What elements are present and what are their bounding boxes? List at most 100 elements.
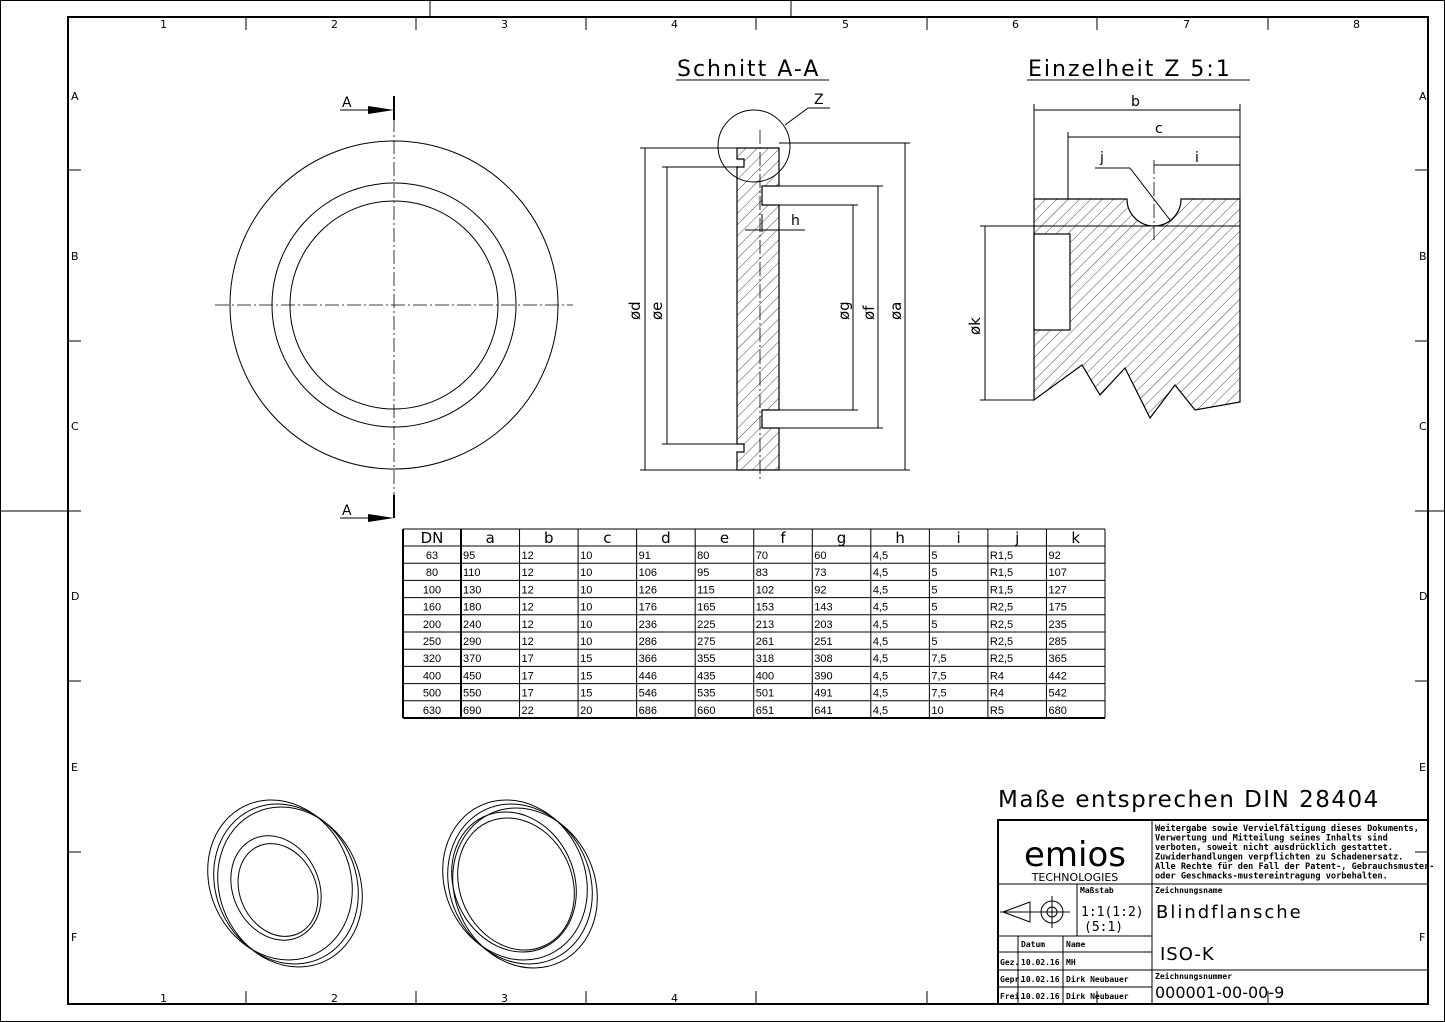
row-label-right: F <box>1419 931 1425 944</box>
title-block: emios TECHNOLOGIES Weitergabe sowie Verv… <box>997 819 1434 1005</box>
table-cell: 15 <box>580 653 592 665</box>
table-cell: 106 <box>639 567 657 579</box>
table-header-e: e <box>720 529 729 547</box>
scale-value: 1:1(1:2) <box>1081 905 1144 920</box>
signoff-date: 10.02.16 <box>1021 992 1060 1001</box>
table-cell: 91 <box>639 550 651 562</box>
column-label-bottom: 1 <box>160 992 167 1005</box>
table-header-b: b <box>544 529 554 547</box>
signoff-date: 10.02.16 <box>1021 975 1060 984</box>
copyright-line: Alle Rechte für den Fall der Patent-, Ge… <box>1155 862 1434 872</box>
column-label: 1 <box>160 18 167 31</box>
copyright-line: Verwertung und Mitteilung seines Inhalts… <box>1155 833 1388 844</box>
table-cell: 7,5 <box>931 688 946 700</box>
section-marker-top: A <box>342 95 352 111</box>
table-cell: 225 <box>697 619 715 631</box>
signoff-role: Gez. <box>1000 958 1019 967</box>
table-cell: 7,5 <box>931 670 946 682</box>
logo-technologies: TECHNOLOGIES <box>1031 871 1119 884</box>
column-label: 7 <box>1183 18 1190 31</box>
table-cell: R5 <box>990 705 1004 717</box>
row-label-right: E <box>1419 761 1426 774</box>
table-cell: 501 <box>756 688 774 700</box>
table-cell: 4,5 <box>873 688 888 700</box>
scale-value-detail: (5:1) <box>1084 920 1123 935</box>
table-cell: 286 <box>639 636 657 648</box>
table-row-dn: 80 <box>426 567 438 579</box>
table-cell: 240 <box>463 619 481 631</box>
table-header-DN: DN <box>421 529 444 547</box>
table-cell: 10 <box>931 705 943 717</box>
table-cell: R2,5 <box>990 653 1013 665</box>
table-cell: R4 <box>990 688 1004 700</box>
table-cell: 180 <box>463 602 481 614</box>
table-row-dn: 400 <box>423 670 441 682</box>
table-header-g: g <box>837 529 847 547</box>
table-cell: 491 <box>814 688 832 700</box>
isometric-view-back <box>442 799 598 969</box>
table-cell: 203 <box>814 619 832 631</box>
column-label: 6 <box>1012 18 1019 31</box>
table-row-dn: 250 <box>423 636 441 648</box>
table-cell: 370 <box>463 653 481 665</box>
table-cell: 308 <box>814 653 832 665</box>
column-label: 3 <box>501 18 508 31</box>
row-label: A <box>71 90 79 103</box>
table-cell: 318 <box>756 653 774 665</box>
dim-d: ød <box>626 301 644 320</box>
table-header-c: c <box>603 529 611 547</box>
table-cell: 290 <box>463 636 481 648</box>
table-cell: 641 <box>814 705 832 717</box>
table-cell: 127 <box>1048 584 1066 596</box>
table-header-i: i <box>957 529 961 547</box>
dim-f: øf <box>860 305 878 320</box>
drawing-name: Blindflansche <box>1156 902 1303 923</box>
row-label: C <box>71 420 79 433</box>
column-label: 8 <box>1353 18 1360 31</box>
table-cell: 235 <box>1048 619 1066 631</box>
section-marker-bottom: A <box>342 503 352 519</box>
table-cell: 535 <box>697 688 715 700</box>
table-cell: R2,5 <box>990 602 1013 614</box>
table-cell: 5 <box>931 550 937 562</box>
copyright-line: Weitergabe sowie Vervielfältigung dieses… <box>1155 823 1419 834</box>
table-cell: 5 <box>931 619 937 631</box>
column-label-bottom: 4 <box>671 992 678 1005</box>
table-cell: 5 <box>931 602 937 614</box>
table-cell: 4,5 <box>873 636 888 648</box>
table-cell: 251 <box>814 636 832 648</box>
table-header-f: f <box>780 529 786 547</box>
signoff-name: Dirk Neubauer <box>1066 974 1129 984</box>
table-cell: R1,5 <box>990 584 1013 596</box>
section-title: Schnitt A-A <box>677 57 820 82</box>
table-cell: R1,5 <box>990 567 1013 579</box>
scale-label: Maßstab <box>1080 886 1114 895</box>
table-cell: 15 <box>580 670 592 682</box>
table-cell: 17 <box>522 688 534 700</box>
section-view: Schnitt A-A Z ød øe øg øf øa h <box>626 57 910 480</box>
standard-note: Maße entsprechen DIN 28404 <box>998 787 1380 813</box>
table-cell: 10 <box>580 602 592 614</box>
table-cell: 4,5 <box>873 670 888 682</box>
table-cell: 10 <box>580 636 592 648</box>
table-cell: 285 <box>1048 636 1066 648</box>
table-cell: 12 <box>522 567 534 579</box>
table-row-dn: 630 <box>423 705 441 717</box>
name-column-label: Name <box>1066 940 1085 949</box>
table-cell: 4,5 <box>873 584 888 596</box>
table-cell: 236 <box>639 619 657 631</box>
copyright-line: Zuwiderhandlungen verpflichten zu Schade… <box>1155 852 1403 863</box>
table-cell: 10 <box>580 567 592 579</box>
table-cell: 5 <box>931 636 937 648</box>
table-row-dn: 100 <box>423 584 441 596</box>
table-cell: 70 <box>756 550 768 562</box>
table-cell: 546 <box>639 688 657 700</box>
detail-view: Einzelheit Z 5:1 b c j i øk <box>966 57 1250 420</box>
table-cell: 12 <box>522 584 534 596</box>
table-cell: 12 <box>522 602 534 614</box>
date-column-label: Datum <box>1021 940 1045 949</box>
table-cell: 5 <box>931 584 937 596</box>
table-cell: 690 <box>463 705 481 717</box>
table-cell: 12 <box>522 619 534 631</box>
table-cell: 446 <box>639 670 657 682</box>
